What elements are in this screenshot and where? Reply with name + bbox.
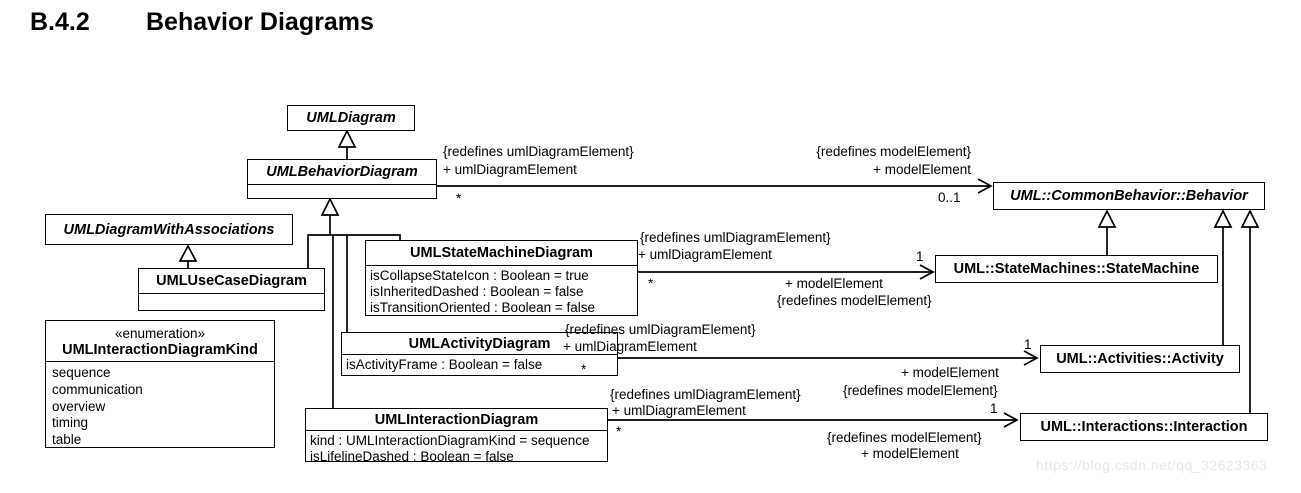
association-statemachinediagram-statemachine bbox=[638, 264, 935, 280]
enumeration-node-umlinteractiondiagramkind: «enumeration» UMLInteractionDiagramKind … bbox=[45, 320, 275, 448]
class-node-umlusecasediagram: UMLUseCaseDiagram bbox=[138, 268, 325, 311]
edge-multiplicity: 0..1 bbox=[938, 190, 961, 205]
edge-constraint-label: {redefines modelElement} bbox=[816, 144, 971, 159]
edge-multiplicity: 1 bbox=[990, 401, 998, 416]
generalization-subclasses-to-umlbehaviordiagram bbox=[307, 197, 401, 408]
attribute: isActivityFrame : Boolean = false bbox=[346, 357, 543, 372]
enum-literal: sequence bbox=[52, 365, 111, 380]
class-node-umlbehaviordiagram: UMLBehaviorDiagram bbox=[247, 159, 437, 199]
edge-role-label: + umlDiagramElement bbox=[563, 339, 697, 354]
section-number: B.4.2 bbox=[30, 8, 90, 36]
edge-role-label: + umlDiagramElement bbox=[443, 162, 577, 177]
generalization-interaction-to-behavior bbox=[1240, 209, 1260, 413]
class-name: UMLUseCaseDiagram bbox=[156, 273, 307, 289]
generalization-usecase-to-umldiagramwithassociations bbox=[178, 244, 198, 268]
edge-role-label: + umlDiagramElement bbox=[638, 247, 772, 262]
edge-multiplicity: * bbox=[616, 424, 622, 439]
attributes-compartment: isCollapseStateIcon : Boolean = true isI… bbox=[366, 265, 637, 315]
edge-role-label: + modelElement bbox=[901, 365, 999, 380]
class-node-umlinteractiondiagram: UMLInteractionDiagram kind : UMLInteract… bbox=[305, 408, 608, 462]
edge-role-label: + modelElement bbox=[873, 162, 971, 177]
attribute: kind : UMLInteractionDiagramKind = seque… bbox=[310, 433, 590, 448]
class-node-interaction: UML::Interactions::Interaction bbox=[1020, 413, 1268, 441]
edge-multiplicity: 1 bbox=[916, 249, 924, 264]
edge-constraint-label: {redefines umlDiagramElement} bbox=[610, 387, 801, 402]
edge-multiplicity: * bbox=[581, 362, 587, 377]
attribute: isCollapseStateIcon : Boolean = true bbox=[370, 268, 589, 283]
edge-multiplicity: * bbox=[648, 276, 654, 291]
generalization-activity-to-behavior bbox=[1213, 209, 1233, 345]
class-node-activity: UML::Activities::Activity bbox=[1040, 345, 1240, 373]
edge-multiplicity: 1 bbox=[1024, 337, 1032, 352]
class-name: UML::CommonBehavior::Behavior bbox=[1010, 188, 1248, 204]
edge-constraint-label: {redefines umlDiagramElement} bbox=[565, 322, 756, 337]
class-node-statemachine: UML::StateMachines::StateMachine bbox=[935, 255, 1218, 283]
class-node-umlstatemachinediagram: UMLStateMachineDiagram isCollapseStateIc… bbox=[365, 240, 638, 316]
edge-constraint-label: {redefines modelElement} bbox=[843, 383, 998, 398]
association-interactiondiagram-interaction bbox=[608, 412, 1019, 428]
enum-literal: overview bbox=[52, 398, 106, 414]
attributes-compartment: kind : UMLInteractionDiagramKind = seque… bbox=[306, 430, 607, 461]
enum-literal: communication bbox=[52, 381, 143, 397]
edge-role-label: + modelElement bbox=[861, 446, 959, 461]
watermark: https://blog.csdn.net/qq_32623363 bbox=[1036, 457, 1268, 473]
generalization-umlbehaviordiagram-to-umldiagram bbox=[337, 129, 357, 159]
empty-compartment bbox=[248, 184, 436, 198]
class-node-umlactivitydiagram: UMLActivityDiagram isActivityFrame : Boo… bbox=[341, 332, 618, 376]
class-name: UML::Interactions::Interaction bbox=[1040, 419, 1248, 435]
edge-constraint-label: {redefines modelElement} bbox=[827, 430, 982, 445]
enumeration-name: UMLInteractionDiagramKind bbox=[62, 342, 258, 358]
generalization-statemachine-to-behavior bbox=[1097, 209, 1117, 255]
edge-constraint-label: {redefines umlDiagramElement} bbox=[443, 144, 634, 159]
association-activitydiagram-activity bbox=[618, 350, 1039, 366]
class-name: UML::Activities::Activity bbox=[1056, 351, 1224, 367]
class-name: UMLStateMachineDiagram bbox=[410, 245, 593, 261]
class-name: UMLDiagramWithAssociations bbox=[63, 221, 275, 238]
enum-literal: timing bbox=[52, 415, 89, 431]
section-heading: B.4.2 Behavior Diagrams bbox=[30, 8, 374, 37]
empty-compartment bbox=[139, 293, 324, 310]
edge-role-label: + umlDiagramElement bbox=[612, 403, 746, 418]
section-title: Behavior Diagrams bbox=[146, 8, 374, 36]
attribute: isLifelineDashed : Boolean = false bbox=[310, 449, 514, 461]
class-node-umldiagramwithassociations: UMLDiagramWithAssociations bbox=[45, 214, 293, 245]
attribute: isTransitionOriented : Boolean = false bbox=[370, 300, 595, 315]
class-node-behavior: UML::CommonBehavior::Behavior bbox=[993, 182, 1265, 210]
edge-constraint-label: {redefines umlDiagramElement} bbox=[640, 230, 831, 245]
class-name: UMLBehaviorDiagram bbox=[266, 164, 418, 180]
attribute: isInheritedDashed : Boolean = false bbox=[370, 284, 584, 299]
class-name: UMLActivityDiagram bbox=[408, 335, 551, 352]
class-name: UMLDiagram bbox=[306, 110, 396, 126]
literals-compartment: sequence communication overview timing t… bbox=[46, 361, 274, 449]
edge-role-label: + modelElement bbox=[785, 276, 883, 291]
class-name: UMLInteractionDiagram bbox=[374, 411, 539, 428]
edge-multiplicity: * bbox=[456, 191, 462, 206]
class-name: UML::StateMachines::StateMachine bbox=[953, 261, 1200, 277]
enumeration-header: «enumeration» UMLInteractionDiagramKind bbox=[46, 321, 274, 361]
association-behaviordiagram-behavior bbox=[437, 178, 993, 194]
class-node-umldiagram: UMLDiagram bbox=[287, 105, 415, 131]
attributes-compartment: isActivityFrame : Boolean = false bbox=[342, 354, 617, 375]
enum-literal: table bbox=[52, 432, 82, 448]
stereotype-label: «enumeration» bbox=[114, 326, 206, 341]
edge-constraint-label: {redefines modelElement} bbox=[777, 293, 932, 308]
